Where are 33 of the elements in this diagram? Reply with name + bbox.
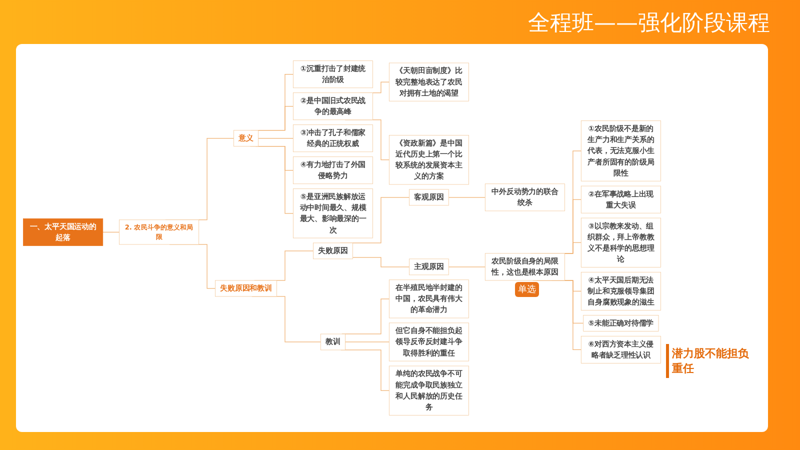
node-box	[388, 280, 469, 318]
note-text: 潜力股不能担负重任	[666, 344, 762, 378]
node-box	[388, 62, 469, 102]
connector	[258, 138, 294, 139]
node-box	[409, 258, 449, 276]
title: 全程班——强化阶段课程	[528, 10, 770, 38]
node-box	[580, 186, 661, 214]
node-box	[388, 322, 469, 362]
node-box	[388, 366, 469, 416]
node-box	[215, 280, 277, 297]
node-box	[388, 135, 469, 185]
connector	[352, 257, 410, 268]
node-box	[292, 60, 373, 88]
node-box	[119, 220, 200, 245]
node-box	[580, 218, 661, 268]
tag-label: 单选	[514, 282, 539, 298]
node-box	[580, 272, 661, 310]
node-box	[409, 189, 449, 206]
node-box	[583, 315, 659, 332]
node-box	[292, 156, 373, 184]
node-box	[484, 184, 565, 212]
node-box	[234, 130, 259, 147]
node-box	[580, 336, 661, 364]
node-box	[292, 188, 373, 238]
node-box	[292, 92, 373, 120]
node-box	[313, 242, 353, 260]
node-box	[23, 218, 104, 246]
node-box	[292, 124, 373, 152]
node-box	[320, 334, 346, 350]
connector	[448, 197, 486, 198]
node-box	[484, 253, 565, 281]
connector	[448, 266, 486, 268]
node-box	[580, 120, 661, 182]
